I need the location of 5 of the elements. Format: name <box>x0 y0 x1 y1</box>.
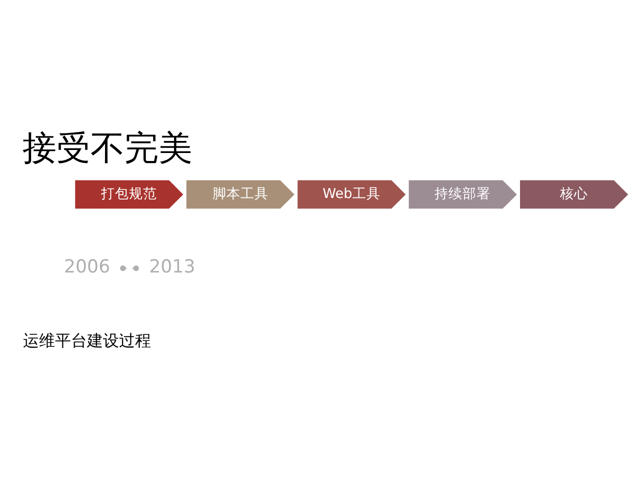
node-text: 2006 <box>64 256 110 278</box>
node-text: 2013 <box>149 256 196 278</box>
diagram-title: 接受不完美 <box>22 128 192 168</box>
label: 运维平台建设过程 <box>23 330 152 350</box>
connector <box>120 264 139 271</box>
